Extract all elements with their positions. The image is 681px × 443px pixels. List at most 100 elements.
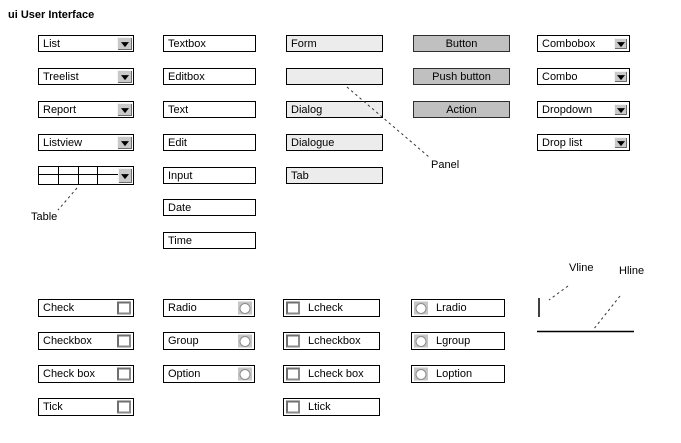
shape-input[interactable]: Input	[163, 167, 256, 184]
shape-label: Button	[445, 37, 478, 50]
shape-radio[interactable]: Radio	[163, 299, 255, 317]
shape-label: Lradio	[436, 302, 467, 314]
checkbox-icon	[286, 301, 300, 315]
shape-dropdown[interactable]: Dropdown	[537, 101, 630, 118]
shape-label: Action	[446, 103, 477, 116]
shape-label: Tab	[291, 169, 309, 182]
shape-lcheck[interactable]: Lcheck	[283, 299, 380, 317]
shape-push-button[interactable]: Push button	[413, 68, 510, 85]
shape-lgroup[interactable]: Lgroup	[411, 332, 505, 350]
shape-text[interactable]: Text	[163, 101, 256, 118]
shape-combobox[interactable]: Combobox	[537, 35, 630, 52]
shape-checkbox[interactable]: Checkbox	[38, 332, 134, 350]
vline-leader-line	[548, 285, 569, 301]
shape-label: Lcheck box	[308, 368, 364, 380]
shape-label: Ltick	[308, 401, 331, 413]
hline-leader-line	[592, 295, 621, 331]
shape-label: Combo	[542, 70, 578, 83]
radio-icon	[414, 334, 428, 348]
shape-editbox[interactable]: Editbox	[163, 68, 256, 85]
shape-treelist-droplist[interactable]: Treelist	[38, 68, 134, 85]
table-cell	[98, 175, 118, 184]
shape-report-droplist[interactable]: Report	[38, 101, 134, 118]
shape-action[interactable]: Action	[413, 101, 510, 118]
shape-dialogue[interactable]: Dialogue	[286, 134, 383, 151]
shape-table[interactable]	[38, 166, 134, 185]
shape-option[interactable]: Option	[163, 365, 255, 383]
shape-label: Time	[168, 234, 193, 247]
shape-tab[interactable]: Tab	[286, 167, 383, 184]
checkbox-icon	[117, 301, 131, 315]
shape-group[interactable]: Group	[163, 332, 255, 350]
shape-tick[interactable]: Tick	[38, 398, 134, 416]
table-annotation-label: Table	[31, 211, 58, 223]
shape-label: Group	[168, 335, 199, 347]
shape-label: Lcheck	[308, 302, 343, 314]
shape-label: Radio	[168, 302, 197, 314]
shape-combo[interactable]: Combo	[537, 68, 630, 85]
shape-label: Editbox	[168, 70, 205, 83]
shape-lcheck-box[interactable]: Lcheck box	[283, 365, 380, 383]
shape-label: Text	[168, 103, 189, 116]
dropdown-arrow-icon	[614, 104, 627, 115]
shape-label: List	[43, 37, 61, 50]
shape-label: Report	[43, 103, 77, 116]
table-grid	[39, 167, 118, 184]
radio-icon	[238, 334, 252, 348]
shape-date[interactable]: Date	[163, 199, 256, 216]
shape-label: Edit	[168, 136, 187, 149]
dropdown-arrow-icon	[614, 38, 627, 49]
shape-label: Check box	[43, 368, 95, 380]
shape-label: Checkbox	[43, 335, 92, 347]
dropdown-arrow-icon	[614, 137, 627, 148]
shape-label: Lcheckbox	[308, 335, 361, 347]
checkbox-icon	[117, 334, 131, 348]
shape-label: Dropdown	[542, 103, 593, 116]
shape-list-droplist[interactable]: List	[38, 35, 134, 52]
shape-lradio[interactable]: Lradio	[411, 299, 505, 317]
shape-label: Form	[291, 37, 317, 50]
shape-button[interactable]: Button	[413, 35, 510, 52]
shape-textbox[interactable]: Textbox	[163, 35, 256, 52]
table-cell	[79, 174, 99, 184]
checkbox-icon	[117, 400, 131, 414]
shape-panel[interactable]	[286, 68, 383, 85]
table-cell	[78, 167, 99, 175]
shape-label: Check	[43, 302, 75, 314]
shape-lcheckbox[interactable]: Lcheckbox	[283, 332, 380, 350]
radio-icon	[414, 367, 428, 381]
radio-icon	[238, 301, 252, 315]
shape-label: Drop list	[542, 136, 583, 149]
shape-edit[interactable]: Edit	[163, 134, 256, 151]
shape-listview-droplist[interactable]: Listview	[38, 134, 134, 151]
table-cell	[98, 167, 118, 175]
shape-check-box[interactable]: Check box	[38, 365, 134, 383]
shape-drop-list[interactable]: Drop list	[537, 134, 630, 151]
table-cell	[58, 167, 79, 175]
shape-check[interactable]: Check	[38, 299, 134, 317]
dropdown-arrow-icon	[117, 136, 132, 149]
shape-dialog[interactable]: Dialog	[286, 101, 383, 118]
shape-label: Dialogue	[291, 136, 335, 149]
radio-icon	[238, 367, 252, 381]
table-cell	[59, 174, 79, 184]
shape-label: Date	[168, 201, 192, 214]
shape-label: Textbox	[168, 37, 206, 50]
shape-label: Loption	[436, 368, 473, 380]
hline-annotation-label: Hline	[619, 265, 645, 277]
shape-form[interactable]: Form	[286, 35, 383, 52]
shape-label: Lgroup	[436, 335, 471, 347]
shape-loption[interactable]: Loption	[411, 365, 505, 383]
vline-annotation-label: Vline	[569, 262, 594, 274]
checkbox-icon	[117, 367, 131, 381]
table-cell	[39, 174, 59, 184]
shape-time[interactable]: Time	[163, 232, 256, 249]
dropdown-arrow-icon	[117, 37, 132, 50]
shape-label: Listview	[43, 136, 83, 149]
shape-label: Input	[168, 169, 193, 182]
dropdown-arrow-icon	[614, 71, 627, 82]
checkbox-icon	[286, 334, 300, 348]
shape-ltick[interactable]: Ltick	[283, 398, 380, 416]
dropdown-arrow-icon	[118, 168, 132, 183]
